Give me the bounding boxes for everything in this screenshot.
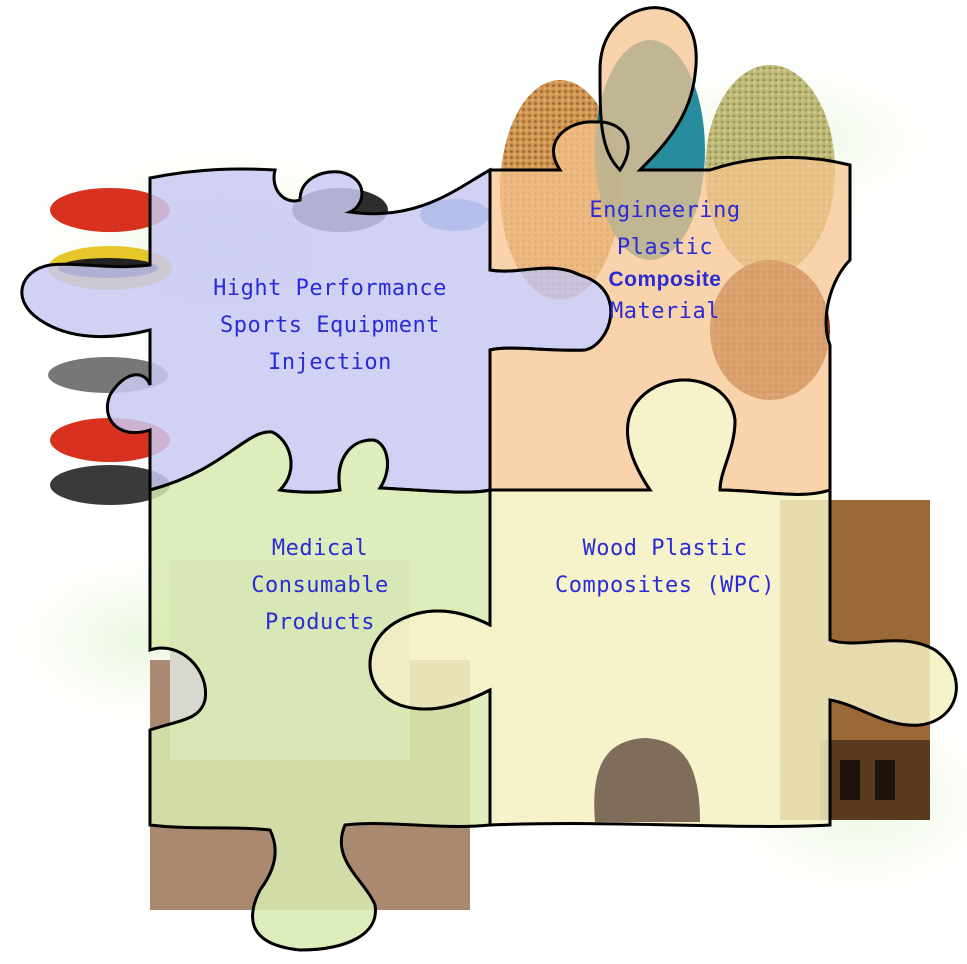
medical-line-2: Consumable <box>251 573 389 598</box>
wood-sample-photo <box>594 738 700 822</box>
puzzle-piece-engineering <box>488 6 852 496</box>
puzzle-piece-wpc <box>368 378 958 828</box>
wpc-line-2: Composites (WPC) <box>555 573 775 598</box>
medical-line-1: Medical <box>271 536 369 561</box>
label-engineering: Engineering Plastic Composite Material <box>570 192 760 330</box>
engineering-line-4: Material <box>610 299 720 324</box>
label-medical: Medical Consumable Products <box>225 530 415 641</box>
sports-line-1: Hight Performance <box>213 276 447 301</box>
sports-line-2: Sports Equipment <box>220 313 440 338</box>
engineering-line-3: Composite <box>608 268 722 291</box>
engineering-line-2: Plastic <box>616 235 714 260</box>
sports-line-3: Injection <box>268 350 392 375</box>
label-sports: Hight Performance Sports Equipment Injec… <box>185 270 475 381</box>
engineering-line-1: Engineering <box>589 198 741 223</box>
label-wpc: Wood Plastic Composites (WPC) <box>530 530 800 604</box>
medical-line-3: Products <box>265 610 375 635</box>
wpc-line-1: Wood Plastic <box>582 536 748 561</box>
